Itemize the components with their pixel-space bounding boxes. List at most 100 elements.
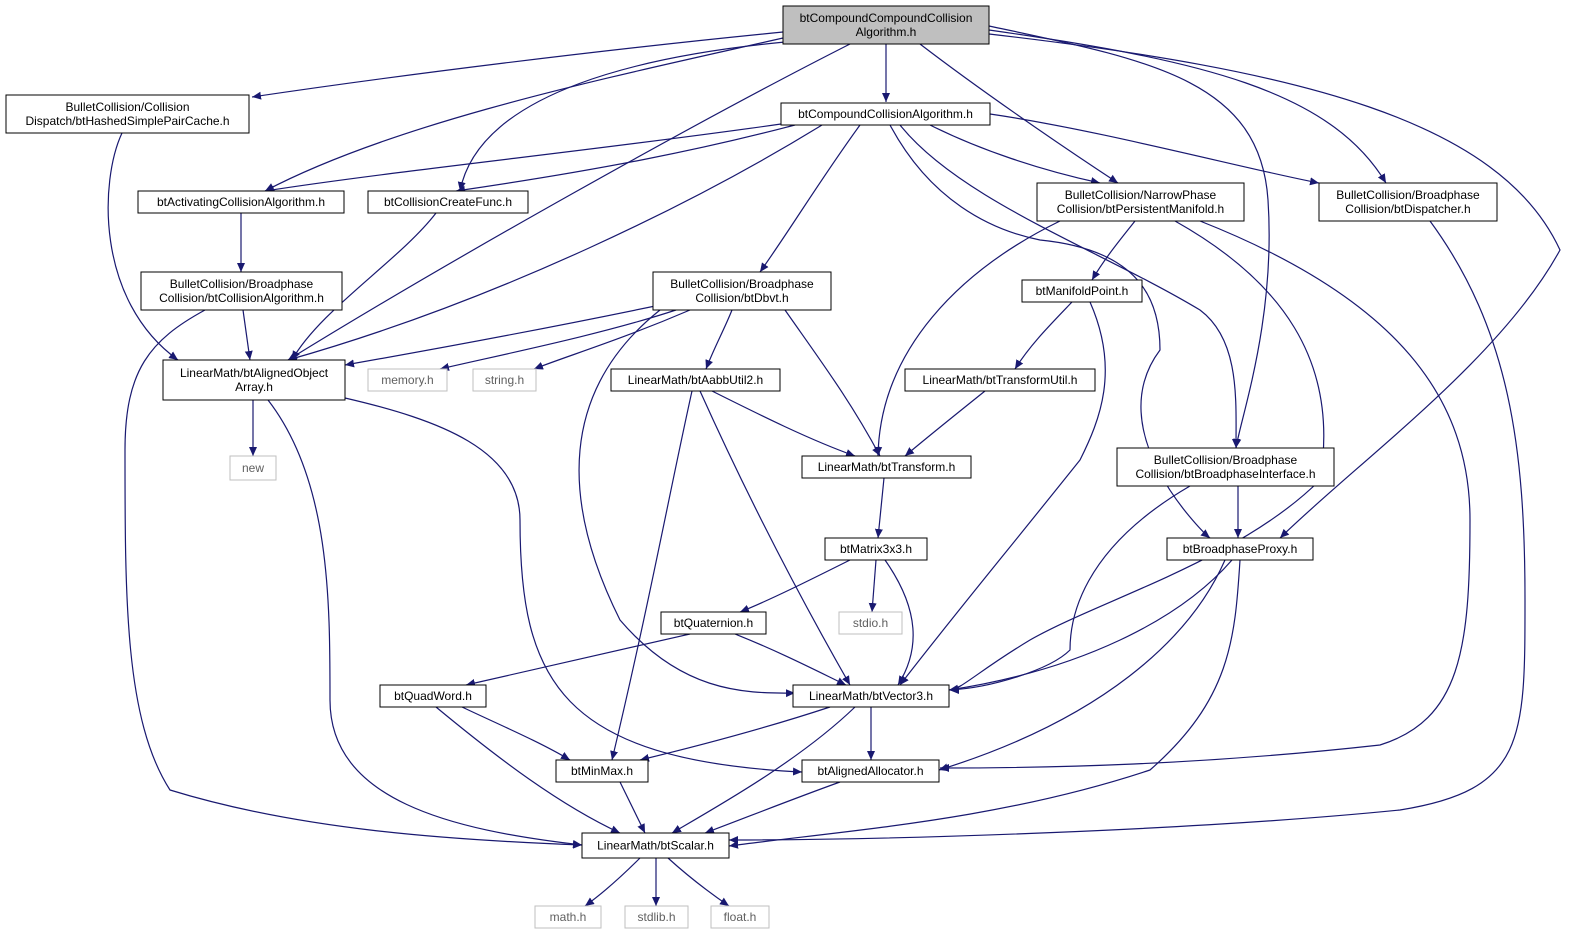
node-math[interactable]: math.h (534, 905, 602, 929)
edge-alignedarr-allocator (344, 397, 803, 776)
node-box (824, 537, 928, 561)
node-box (652, 271, 832, 311)
node-dbvt[interactable]: BulletCollision/BroadphaseCollision/btDb… (652, 271, 832, 311)
edge-aabb-minmax (610, 390, 693, 761)
node-dispatcher[interactable]: BulletCollision/BroadphaseCollision/btDi… (1318, 182, 1498, 222)
node-manifoldpt[interactable]: btManifoldPoint.h (1021, 279, 1143, 303)
node-activating[interactable]: btActivatingCollisionAlgorithm.h (137, 190, 345, 214)
edge-alignedarr-scalar (267, 399, 583, 848)
node-box (534, 905, 602, 929)
node-label-line: string.h (485, 373, 524, 387)
node-bpproxy[interactable]: btBroadphaseProxy.h (1166, 537, 1314, 561)
edge-dbvt-vector3 (578, 309, 796, 698)
node-label-line: Array.h (235, 380, 273, 394)
node-persistent[interactable]: BulletCollision/NarrowPhaseCollision/btP… (1036, 182, 1245, 222)
edge-dbvt-memory (439, 309, 677, 371)
node-createfunc[interactable]: btCollisionCreateFunc.h (367, 190, 529, 214)
edge-persistent-allocator (939, 220, 1471, 772)
node-quadword[interactable]: btQuadWord.h (379, 684, 487, 708)
edge-hashed-alignedarr (107, 132, 179, 361)
node-label-line: LinearMath/btScalar.h (597, 839, 714, 853)
edge-bpproxy-allocator (938, 559, 1226, 772)
node-compound[interactable]: btCompoundCollisionAlgorithm.h (780, 102, 991, 126)
node-stdlib[interactable]: stdlib.h (624, 905, 689, 929)
edge-collalgo-alignedarr (242, 309, 253, 361)
nodes-layer: btCompoundCompoundCollisionAlgorithm.hBu… (5, 5, 1498, 929)
node-box (782, 5, 990, 45)
node-label-line: BulletCollision/Collision (65, 100, 189, 114)
node-label-line: btCompoundCompoundCollision (800, 11, 973, 25)
node-box (1036, 182, 1245, 222)
node-label-line: BulletCollision/Broadphase (170, 277, 314, 291)
node-vector3[interactable]: LinearMath/btVector3.h (792, 684, 950, 708)
node-label-line: memory.h (381, 373, 433, 387)
node-box (379, 684, 487, 708)
edge-compound-dbvt (759, 124, 861, 273)
node-aabb[interactable]: LinearMath/btAabbUtil2.h (610, 368, 781, 392)
edge-aabb-vector3 (699, 390, 851, 686)
node-string[interactable]: string.h (472, 368, 537, 392)
node-quaternion[interactable]: btQuaternion.h (660, 611, 767, 635)
node-box (660, 611, 767, 635)
node-label-line: btMinMax.h (571, 764, 633, 778)
node-label-line: Collision/btCollisionAlgorithm.h (159, 291, 324, 305)
edge-vector3-minmax (639, 706, 831, 762)
node-box (137, 190, 345, 214)
node-scalar[interactable]: LinearMath/btScalar.h (581, 832, 730, 859)
node-float[interactable]: float.h (710, 905, 770, 929)
edge-quaternion-vector3 (734, 633, 847, 686)
node-label-line: btActivatingCollisionAlgorithm.h (157, 195, 325, 209)
node-hashed[interactable]: BulletCollision/CollisionDispatch/btHash… (5, 94, 250, 134)
node-box (780, 102, 991, 126)
edge-root-dispatcher (988, 29, 1387, 184)
node-minmax[interactable]: btMinMax.h (555, 759, 649, 783)
node-box (472, 368, 537, 392)
node-label-line: Collision/btDbvt.h (695, 291, 788, 305)
node-bpinterface[interactable]: BulletCollision/BroadphaseCollision/btBr… (1116, 447, 1335, 487)
node-stdio[interactable]: stdio.h (838, 611, 903, 635)
node-collalgo[interactable]: BulletCollision/BroadphaseCollision/btCo… (140, 271, 343, 311)
node-label-line: new (242, 461, 264, 475)
edge-matrix-stdio (868, 559, 877, 613)
node-transform[interactable]: LinearMath/btTransform.h (801, 455, 972, 479)
edge-dispatcher-scalar (728, 220, 1526, 844)
node-box (1021, 279, 1143, 303)
node-box (610, 368, 781, 392)
node-box (367, 368, 448, 392)
edge-minmax-scalar (619, 781, 646, 834)
node-label-line: btQuaternion.h (674, 616, 753, 630)
node-box (581, 832, 730, 859)
node-label-line: btBroadphaseProxy.h (1183, 542, 1298, 556)
edge-persistent-manifoldpt (1091, 220, 1136, 281)
edge-compound-dispatcher (989, 113, 1320, 186)
node-new[interactable]: new (229, 455, 277, 481)
node-allocator[interactable]: btAlignedAllocator.h (801, 759, 940, 783)
node-box (367, 190, 529, 214)
node-label-line: LinearMath/btAlignedObject (180, 366, 329, 380)
edge-dbvt-alignedarr (344, 304, 661, 368)
node-memory[interactable]: memory.h (367, 368, 448, 392)
node-label-line: btAlignedAllocator.h (817, 764, 923, 778)
edge-root-activating (264, 37, 784, 192)
node-label-line: float.h (724, 910, 757, 924)
node-transutil[interactable]: LinearMath/btTransformUtil.h (904, 368, 1096, 392)
node-label-line: stdlib.h (637, 910, 675, 924)
edge-root-createfunc (457, 41, 786, 192)
edge-root-bpinterface (988, 25, 1270, 449)
edge-compound-alignedarr (287, 124, 823, 362)
node-matrix[interactable]: btMatrix3x3.h (824, 537, 928, 561)
node-box (5, 94, 250, 134)
node-box (624, 905, 689, 929)
node-label-line: LinearMath/btTransform.h (818, 460, 956, 474)
edge-createfunc-alignedarr (291, 212, 437, 361)
node-box (1116, 447, 1335, 487)
edge-bpproxy-vector3 (948, 559, 1233, 693)
edge-manifoldpt-vector3 (899, 301, 1106, 686)
edge-persistent-vector3 (949, 220, 1325, 694)
node-label-line: stdio.h (853, 616, 888, 630)
edge-allocator-scalar (704, 781, 841, 834)
edge-scalar-float (667, 857, 730, 907)
edge-transutil-transform (904, 390, 986, 457)
